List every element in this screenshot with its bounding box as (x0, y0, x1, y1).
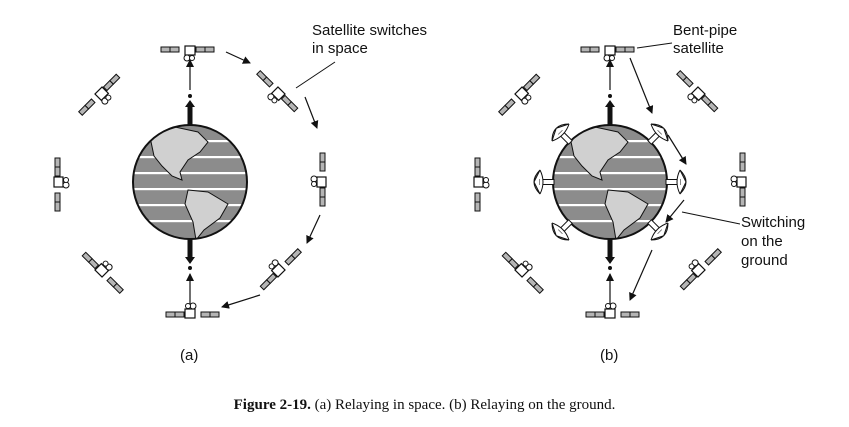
caption-text: (a) Relaying in space. (b) Relaying on t… (314, 397, 616, 413)
bent-pipe-link (629, 249, 653, 301)
south-america (604, 189, 649, 239)
annotation-line: Switching (741, 214, 806, 231)
annotation-bent-pipe: Bent-pipe satellite (673, 22, 737, 58)
annotation-switching-ground: Switching on the ground (741, 213, 805, 270)
caption-number: Figure 2-19. (233, 397, 311, 413)
annotation-line: on the (741, 233, 783, 250)
relay-dot (188, 94, 192, 98)
ground-dish-icon (647, 219, 669, 241)
ground-dish-icon (551, 123, 573, 145)
annotation-pointer (681, 211, 741, 225)
inter-satellite-link (221, 294, 261, 309)
inter-satellite-link (225, 51, 251, 64)
relay-dot (608, 94, 612, 98)
uplink-arrow (605, 100, 615, 125)
uplink-arrow (185, 239, 195, 264)
panel-a-label: (a) (180, 347, 199, 364)
annotation-pointer (636, 42, 673, 49)
satellite-icon (473, 157, 490, 212)
satellite-icon (81, 251, 124, 295)
ground-dish-icon (533, 169, 555, 195)
earth-globe (552, 124, 668, 240)
figure-caption: Figure 2-19. (a) Relaying in space. (b) … (0, 397, 849, 414)
satellite-icon (580, 45, 635, 62)
satellite-icon (259, 248, 303, 291)
ground-link (665, 199, 685, 223)
relay-dot (188, 266, 192, 270)
ground-link (667, 134, 687, 165)
satellite-icon (256, 69, 299, 113)
ground-dish-icon (647, 123, 669, 145)
satellite-icon (77, 73, 121, 116)
annotation-line: satellite (673, 40, 724, 57)
uplink-arrow (605, 239, 615, 264)
inter-satellite-link (306, 214, 321, 244)
uplink-arrow (185, 100, 195, 125)
satellite-icon (676, 69, 719, 113)
satellite-icon (160, 45, 215, 62)
north-america (149, 126, 209, 181)
panel-b-label: (b) (600, 347, 619, 364)
ground-dish-icon (665, 169, 687, 195)
south-america (184, 189, 229, 239)
satellite-icon (165, 302, 220, 319)
satellite-icon (310, 152, 327, 207)
satellite-icon (53, 157, 70, 212)
satellite-icon (679, 248, 723, 291)
satellite-icon (501, 251, 544, 295)
earth-globe (132, 124, 248, 240)
annotation-line: Bent-pipe (673, 22, 738, 39)
bent-pipe-link (629, 57, 654, 114)
annotation-line: in space (312, 40, 368, 57)
relay-dot (608, 266, 612, 270)
satellite-icon (497, 73, 541, 116)
ground-dish-icon (551, 219, 573, 241)
annotation-line: Satellite switches (312, 22, 428, 39)
annotation-line: ground (741, 252, 788, 269)
satellite-icon (730, 152, 747, 207)
annotation-pointer (295, 61, 336, 89)
satellite-icon (585, 302, 640, 319)
inter-satellite-link (304, 96, 319, 129)
annotation-satellite-switches: Satellite switches in space (312, 22, 427, 58)
north-america (569, 126, 629, 181)
